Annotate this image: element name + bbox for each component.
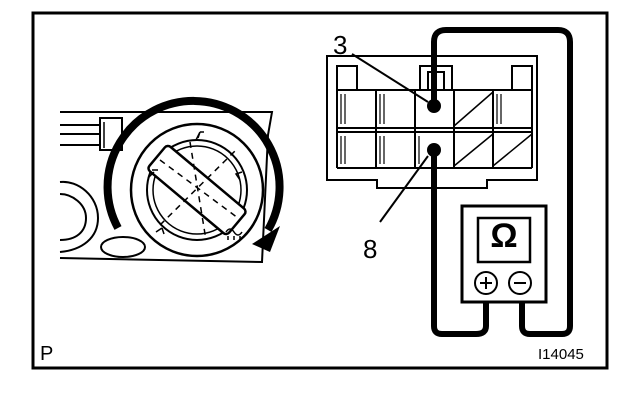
corner-label: P	[40, 343, 54, 365]
mode-face-icon	[195, 131, 204, 141]
mode-floor-icon	[155, 227, 165, 235]
rotation-arrow	[103, 96, 284, 252]
minus-terminal-icon	[508, 271, 532, 295]
mode-foot-icon	[234, 171, 243, 181]
plus-terminal-icon	[474, 271, 498, 295]
ohm-symbol: Ω	[490, 217, 518, 255]
mode-defrost-icon	[225, 228, 243, 240]
ohmmeter	[460, 204, 548, 304]
test-leads	[431, 27, 573, 337]
mode-bilevel-icon	[147, 169, 158, 179]
callout-terminal-3: 3	[333, 30, 348, 60]
diagram-border	[31, 11, 609, 370]
figure-code: I14045	[538, 346, 584, 363]
callout-terminal-8: 8	[363, 234, 378, 264]
heater-control-panel	[59, 111, 274, 264]
mode-selector-knob	[129, 122, 265, 258]
callout-leaders	[351, 53, 429, 223]
